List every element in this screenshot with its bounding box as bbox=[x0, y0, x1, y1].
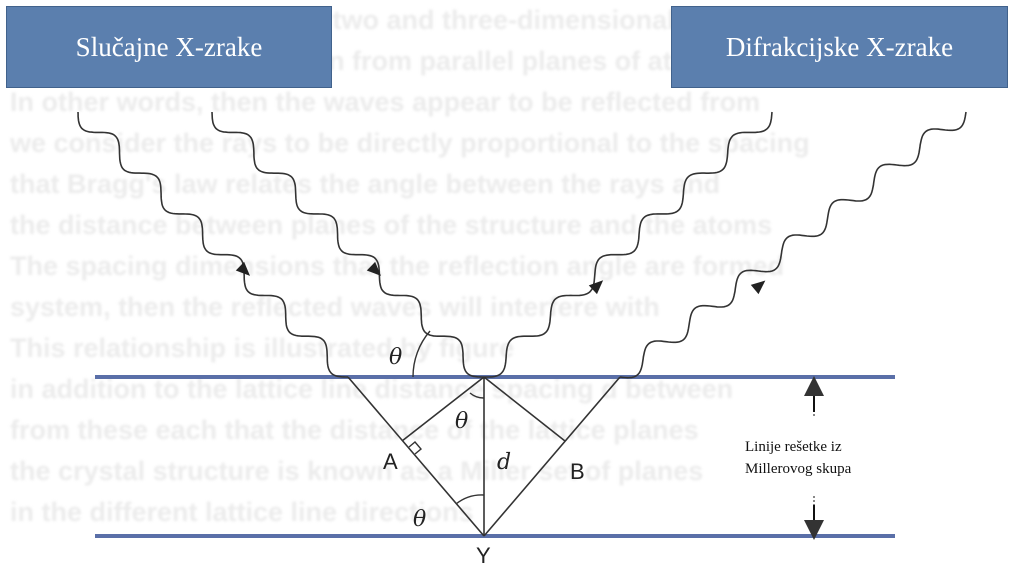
perpendicular-b bbox=[483, 376, 566, 442]
incident-ray-1 bbox=[77, 111, 348, 378]
point-b-label: B bbox=[570, 459, 585, 484]
background-text-line: the distance between planes of the struc… bbox=[10, 210, 773, 240]
theta-arc-middle bbox=[469, 392, 485, 399]
point-a-label: A bbox=[383, 449, 398, 474]
perpendicular-a bbox=[401, 376, 485, 442]
miller-label-line-2: Millerovog skupa bbox=[745, 461, 852, 477]
background-text-line: we consider the rays to be directly prop… bbox=[10, 128, 810, 158]
incident-ray-2-arrow bbox=[366, 261, 382, 276]
incident-ray-2 bbox=[211, 111, 484, 378]
theta-arc-upper bbox=[412, 330, 431, 378]
background-text-line: that Bragg's law relates the angle betwe… bbox=[10, 169, 721, 199]
theta-label-lower: θ bbox=[413, 507, 426, 532]
incident-rays-label: Slučajne X-zrake bbox=[75, 31, 263, 62]
incident-rays-box: Slučajne X-zrake bbox=[6, 6, 332, 88]
background-text-line: The spacing dimensions that the reflecti… bbox=[10, 251, 785, 281]
diffracted-ray-1 bbox=[484, 111, 773, 378]
theta-arc-lower bbox=[455, 494, 485, 505]
diffracted-rays-box: Difrakcijske X-zrake bbox=[671, 6, 1008, 88]
background-text-line: This relationship is illustrated by figu… bbox=[10, 333, 515, 363]
spacing-d-label: d bbox=[497, 450, 511, 475]
diffracted-rays-label: Difrakcijske X-zrake bbox=[725, 31, 954, 62]
incident-ray-lower-segment bbox=[347, 376, 485, 537]
miller-label-line-1: Linije rešetke iz bbox=[745, 439, 842, 455]
diffracted-ray-2-arrow bbox=[750, 280, 766, 295]
background-text-line: the crystal structure is known as a Mill… bbox=[10, 456, 704, 486]
right-angle-mark bbox=[408, 441, 422, 455]
point-y-label: Y bbox=[476, 543, 491, 568]
theta-label-upper: θ bbox=[389, 345, 402, 370]
diffracted-ray-2 bbox=[619, 111, 967, 379]
miller-planes-label: Linije rešetke iz Millerovog skupa bbox=[745, 436, 915, 480]
background-text-line: In other words, then the waves appear to… bbox=[10, 87, 761, 117]
background-text-line: in the different lattice line directions bbox=[10, 497, 474, 527]
diffracted-ray-lower-segment bbox=[483, 376, 621, 537]
incident-ray-1-arrow bbox=[235, 261, 251, 276]
theta-label-middle: θ bbox=[455, 409, 468, 434]
diffracted-ray-1-arrow bbox=[588, 280, 604, 295]
